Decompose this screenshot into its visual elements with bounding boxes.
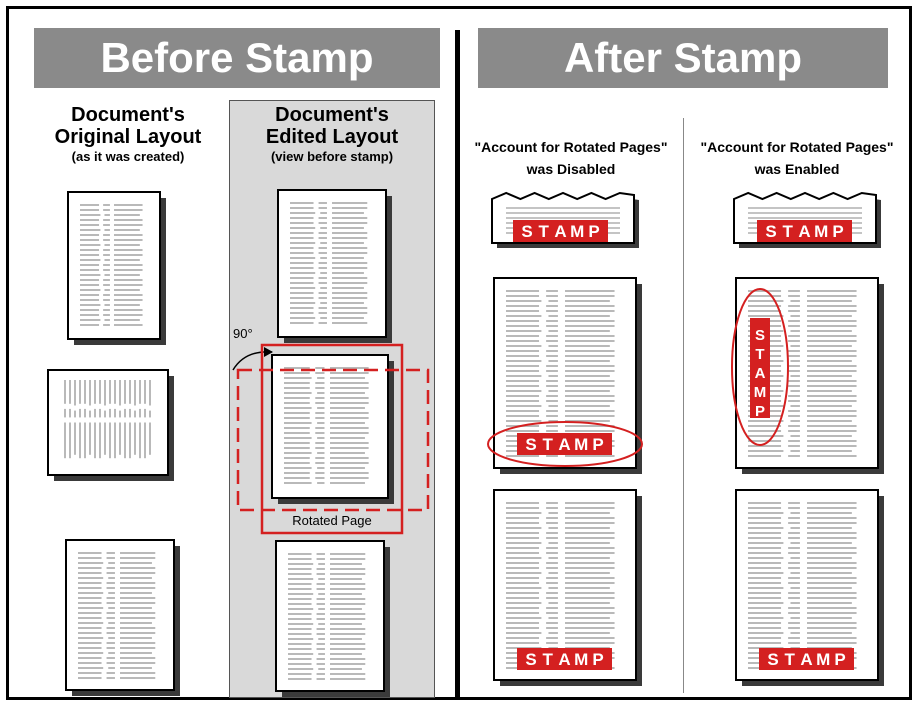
svg-text:T: T: [539, 222, 550, 241]
edited-page-3: [275, 540, 390, 697]
edited-page-rotated: [271, 354, 394, 504]
disabled-highlight-ellipse: [487, 421, 643, 467]
original-page-1: [67, 191, 166, 345]
svg-text:S: S: [767, 650, 778, 669]
edited-layout-header: Document's Edited Layout (view before st…: [232, 104, 432, 166]
enabled-header: "Account for Rotated Pages" was Enabled: [688, 136, 906, 180]
enabled-highlight-ellipse: [731, 288, 789, 446]
svg-text:A: A: [554, 222, 566, 241]
edited-note: (view before stamp): [270, 149, 394, 164]
svg-text:T: T: [785, 650, 796, 669]
svg-text:A: A: [755, 365, 766, 382]
svg-text:M: M: [754, 384, 767, 401]
svg-text:M: M: [574, 435, 588, 454]
svg-text:A: A: [798, 222, 810, 241]
svg-text:S: S: [755, 327, 765, 344]
svg-text:P: P: [834, 650, 845, 669]
svg-text:P: P: [592, 435, 603, 454]
original-title-line1: Document's: [71, 104, 185, 126]
svg-text:S: S: [525, 650, 536, 669]
original-page-landscape: [47, 369, 174, 481]
svg-text:T: T: [543, 650, 554, 669]
enabled-line2: was Enabled: [754, 161, 840, 177]
svg-text:S: S: [521, 222, 532, 241]
original-title-line2: Original Layout: [54, 126, 202, 148]
after-divider: [683, 118, 684, 693]
svg-text:P: P: [592, 650, 603, 669]
svg-text:P: P: [588, 222, 599, 241]
disabled-page-3: [493, 489, 642, 686]
rotated-page-label: Rotated Page: [292, 513, 372, 528]
disabled-header: "Account for Rotated Pages" was Disabled: [462, 136, 680, 180]
svg-text:T: T: [783, 222, 794, 241]
original-note: (as it was created): [71, 149, 185, 164]
svg-text:M: M: [574, 650, 588, 669]
svg-text:A: A: [558, 650, 570, 669]
svg-text:T: T: [755, 346, 764, 363]
svg-text:M: M: [816, 650, 830, 669]
after-stamp-banner: After Stamp: [478, 28, 888, 88]
edited-title-line2: Edited Layout: [265, 126, 399, 148]
svg-text:P: P: [832, 222, 843, 241]
edited-title-line1: Document's: [275, 104, 389, 126]
rotation-label: 90°: [233, 326, 253, 341]
svg-text:A: A: [558, 435, 570, 454]
landscape-outline-dashed: [236, 368, 430, 512]
rotated-page-highlight: [260, 343, 404, 535]
svg-text:S: S: [525, 435, 536, 454]
svg-text:A: A: [800, 650, 812, 669]
edited-page-1: [277, 189, 392, 343]
rotation-arrowhead: [264, 347, 273, 357]
svg-text:P: P: [755, 403, 765, 420]
original-layout-header: Document's Original Layout (as it was cr…: [30, 104, 226, 166]
svg-text:M: M: [570, 222, 584, 241]
disabled-line2: was Disabled: [526, 161, 616, 177]
disabled-line1: "Account for Rotated Pages": [474, 139, 668, 155]
center-divider: [455, 30, 460, 700]
original-page-3: [65, 539, 180, 696]
enabled-line1: "Account for Rotated Pages": [700, 139, 894, 155]
svg-text:M: M: [814, 222, 828, 241]
before-stamp-banner: Before Stamp: [34, 28, 440, 88]
svg-text:S: S: [765, 222, 776, 241]
svg-text:T: T: [543, 435, 554, 454]
